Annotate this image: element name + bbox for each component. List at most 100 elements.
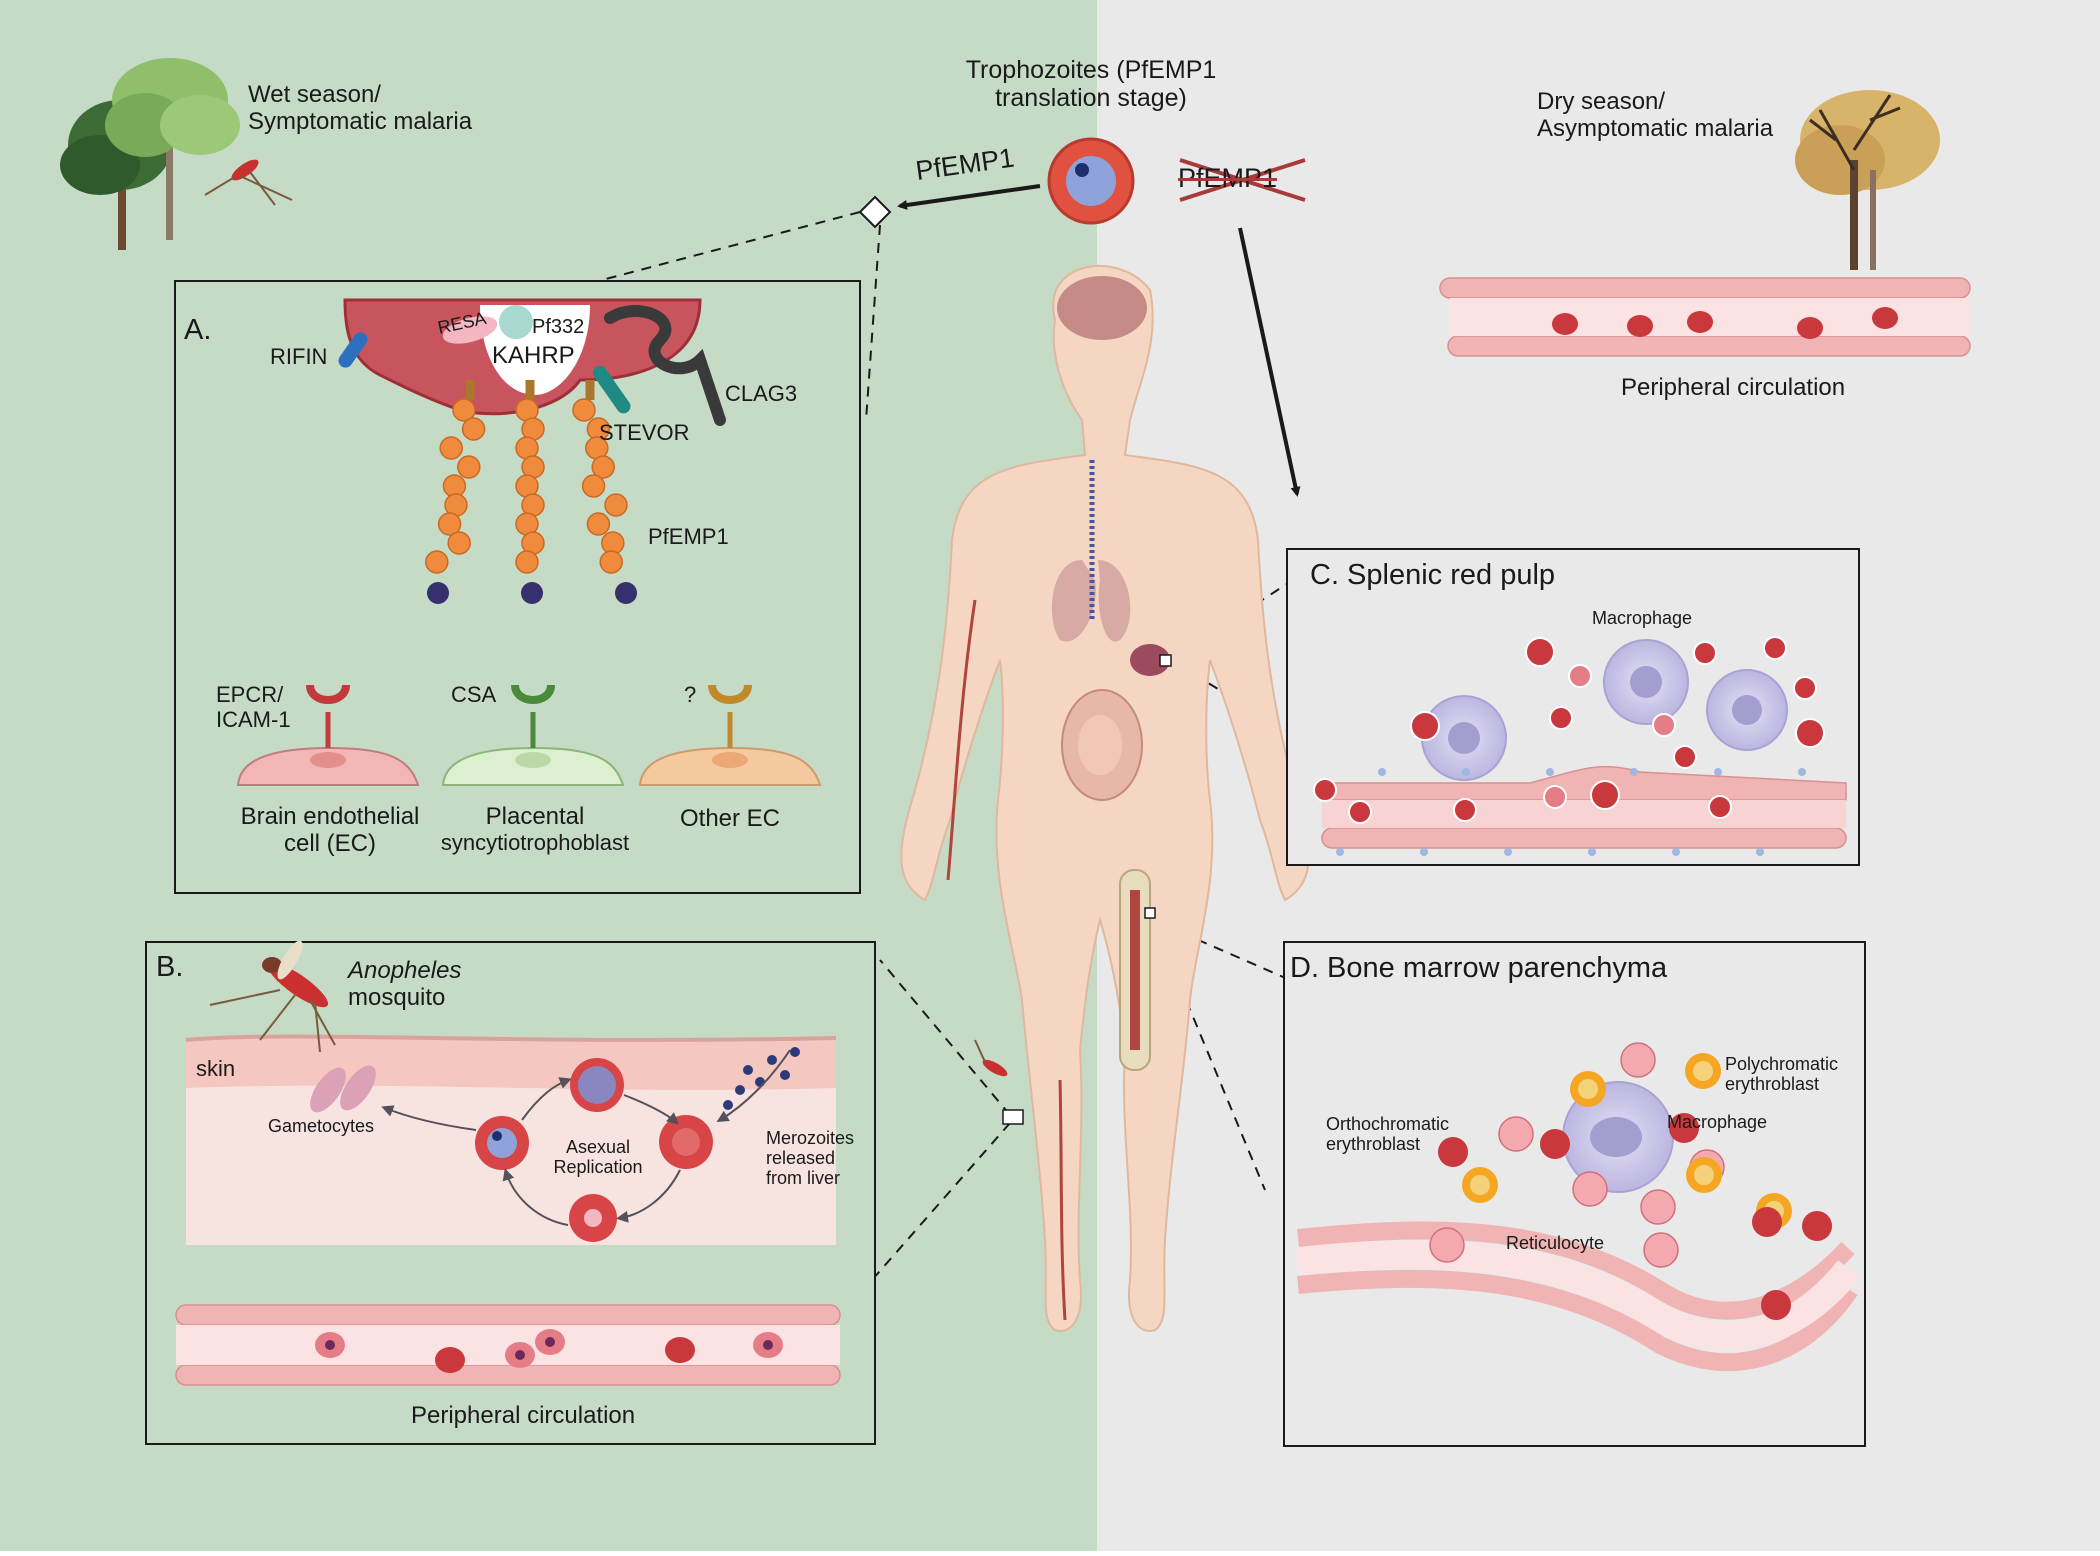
pfemp1-bead [572, 398, 596, 422]
erythroblast-nucleus [1578, 1079, 1598, 1099]
pfemp1-bead [452, 398, 476, 422]
poly-line-2: erythroblast [1725, 1074, 1820, 1095]
parasite-dot [545, 1337, 555, 1347]
anopheles-genus: Anopheles [348, 957, 462, 984]
receptor-label-unknown: ? [684, 682, 697, 707]
pfemp1-terminal-domain [427, 582, 449, 604]
splenic-rbc [1313, 778, 1337, 802]
asexual-line-2: Replication [553, 1157, 643, 1178]
splenic-rbc [1453, 798, 1477, 822]
asexual-line-1: Asexual [565, 1137, 631, 1157]
dry-peripheral-circulation-label: Peripheral circulation [1621, 374, 1846, 401]
merozoites-line-1: Merozoites [766, 1128, 855, 1148]
dry-rbc [1687, 311, 1713, 333]
splenic-rbc [1549, 706, 1573, 730]
spleen-macrophage-label: Macrophage [1592, 608, 1693, 628]
splenic-macrophage-cells [1421, 639, 1788, 781]
trophozoite-infected-rbc [1047, 137, 1135, 225]
erythroblast-nucleus [1693, 1061, 1713, 1081]
wet-line-1: Wet season/ [248, 81, 381, 108]
splenic-rbc [1795, 718, 1825, 748]
splenic-dot [1420, 848, 1428, 856]
polychromatic-label: Polychromatic erythroblast [1725, 1054, 1838, 1094]
placental-line-1: Placental [485, 803, 585, 830]
human-body-illustration [900, 265, 1310, 1332]
parasite-dot [515, 1350, 525, 1360]
pfemp1-bead [439, 436, 463, 460]
splenic-vessel [1321, 765, 1847, 849]
pfemp1-bead [457, 455, 481, 479]
receptor-epcr-line-1: EPCR/ [216, 682, 284, 707]
body-mosquito-icon [974, 1039, 1008, 1077]
gametocytes-label: Gametocytes [268, 1116, 375, 1136]
receptor-label-csa: CSA [451, 682, 497, 707]
skin-label: skin [196, 1056, 236, 1081]
splenic-rbc [1525, 637, 1555, 667]
splenic-rbc [1763, 636, 1787, 660]
brain-ec-line-1: Brain endothelial [240, 803, 420, 830]
brain-endothelial-cell [236, 684, 420, 786]
reticulocyte-cell [1429, 1227, 1465, 1263]
pfemp1-expressed-label: PfEMP1 [913, 142, 1017, 187]
splenic-rbc [1348, 800, 1372, 824]
panel-c-title: C. Splenic red pulp [1310, 559, 1556, 591]
wet-season-mosquito-icon [204, 159, 293, 206]
splenic-rbc [1410, 711, 1440, 741]
pfemp1-terminal-domain [615, 582, 637, 604]
pfemp1-bead [599, 550, 623, 574]
dry-rbc [1552, 313, 1578, 335]
pf332-protein [499, 305, 533, 339]
merozoites-label: Merozoites released from liver [766, 1128, 854, 1188]
pfemp1-bead [581, 474, 606, 498]
placental-syncytiotrophoblast [441, 684, 625, 786]
pfemp1-absent-label: PfEMP1 [1178, 163, 1278, 193]
trophozoite-stage-label: Trophozoites (PfEMP1 translation stage) [965, 56, 1217, 112]
ortho-line-2: erythroblast [1326, 1134, 1421, 1155]
receptor-label-epcr: EPCR/ ICAM-1 [216, 682, 291, 732]
pfemp1-zoom-diamond [858, 195, 892, 229]
anopheles-mosquito-word: mosquito [348, 983, 446, 1011]
pfemp1-bead [437, 512, 462, 536]
placental-line-2: syncytiotrophoblast [440, 829, 630, 855]
stage-line-2: translation stage) [995, 84, 1187, 112]
dry-line-2: Asymptomatic malaria [1537, 114, 1774, 142]
splenic-dot [1504, 848, 1512, 856]
wet-season-label: Wet season/ Symptomatic malaria [248, 81, 473, 136]
splenic-rbcs [1313, 636, 1825, 856]
dry-rbc [1797, 317, 1823, 339]
splenic-rbc [1543, 785, 1567, 809]
wet-line-2: Symptomatic malaria [248, 107, 473, 135]
asexual-cycle-cells [475, 1058, 713, 1242]
splenic-dot [1462, 768, 1470, 776]
clag3-label: CLAG3 [725, 381, 798, 406]
bone-marrow-vessel [1296, 1221, 1861, 1372]
receptor-epcr-line-2: ICAM-1 [216, 706, 291, 732]
gametocyte-cells [310, 1065, 376, 1113]
splenic-rbc [1693, 641, 1717, 665]
splenic-rbc [1590, 780, 1620, 810]
splenic-dot [1588, 848, 1596, 856]
splenic-dot [1630, 768, 1638, 776]
reticulocyte-label: Reticulocyte [1506, 1233, 1605, 1253]
splenic-dot [1756, 848, 1764, 856]
other-endothelial-cell [638, 684, 822, 786]
splenic-dot [1714, 768, 1722, 776]
poly-line-1: Polychromatic [1725, 1054, 1839, 1074]
asexual-replication-label: Asexual Replication [538, 1137, 658, 1177]
splenic-dot [1798, 768, 1806, 776]
orthochromatic-label: Orthochromatic erythroblast [1326, 1114, 1449, 1154]
parasite-dot [763, 1340, 773, 1350]
anopheles-label: Anopheles mosquito [348, 957, 462, 1012]
wet-season-trees-icon [60, 58, 240, 250]
panel-b-circulation-label: Peripheral circulation [411, 1402, 636, 1429]
to-spleen-arrow [1238, 227, 1301, 497]
panel-d-title: D. Bone marrow parenchyma [1290, 952, 1668, 984]
panel-b-rbcs [315, 1329, 783, 1373]
panel-a-letter: A. [184, 314, 212, 346]
placental-label: Placental syncytiotrophoblast [420, 803, 650, 856]
parasite-dot [325, 1340, 335, 1350]
asexual-cycle-arrows [381, 1049, 791, 1226]
other-ec-label: Other EC [679, 805, 781, 832]
pfemp1-bead [586, 512, 611, 536]
